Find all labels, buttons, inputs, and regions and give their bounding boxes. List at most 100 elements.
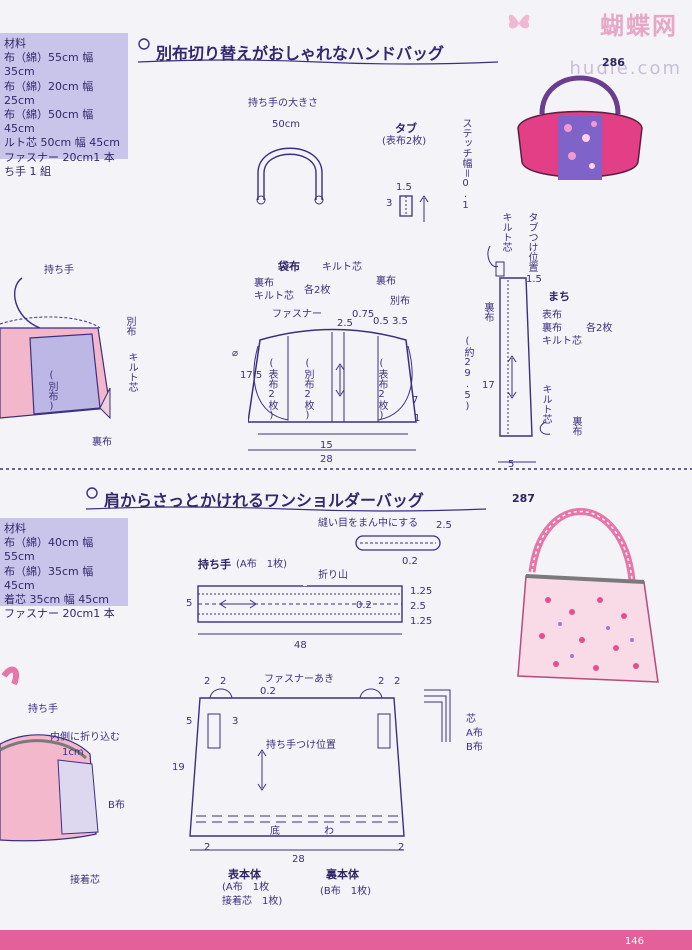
bag-panel-center: (別布2枚) [302, 358, 313, 421]
gusset-dim-top: 1.5 [526, 274, 542, 285]
handle-length: 50cm [272, 119, 300, 130]
material-line: 布（綿）50cm 幅 45cm [4, 108, 94, 136]
butterfly-icon [508, 14, 530, 29]
gusset-title: まち [548, 290, 570, 303]
strap-pattern [197, 578, 403, 635]
bag-panel-right: (表布2枚) [376, 358, 387, 421]
bag-dim-d2: 0.75 [352, 309, 375, 320]
gusset-layer-1: 表布 [542, 310, 562, 321]
fold-label: 折り山 [318, 570, 348, 581]
layer-core-label: 芯 [466, 714, 476, 725]
body-dim-2c: 2 [378, 676, 385, 687]
material-line: ルト芯 50cm 幅 45cm [4, 136, 121, 150]
body-dim-2a: 2 [204, 676, 211, 687]
gusset-dim-seventeen: 17 [482, 380, 495, 391]
bag-layer-ura: 裏布 [254, 278, 274, 289]
body-dim-2d: 2 [394, 676, 401, 687]
seam-dim-2: 0.2 [402, 556, 418, 567]
betsu-fu-label: (別布) [46, 370, 57, 412]
body-dim-five: 5 [186, 716, 193, 727]
material-line: 布（綿）55cm 幅 35cm [4, 51, 94, 79]
body-dim-2e: 2 [204, 842, 211, 853]
tab-pos-label: タブつけ位置 [526, 212, 537, 272]
strap-dim-r3: 1.25 [410, 616, 433, 627]
section2-title: 肩からさっとかけれるワンショルダーバッグ [104, 491, 424, 510]
fold-in-label: 内側に折り込む [50, 732, 120, 743]
diameter-symbol: ⌀ [232, 348, 239, 359]
outer-body-title: 表本体 [228, 868, 261, 881]
material-line: 布（綿）40cm 幅 55cm [4, 536, 94, 564]
strap-dim-five: 5 [186, 598, 193, 609]
gusset-pattern [487, 245, 551, 463]
quilt-label: キルト芯 [126, 352, 137, 392]
title-bullet-icon [86, 487, 98, 499]
page-number: 146 [624, 936, 644, 947]
gusset-about: (約29.5) [462, 336, 473, 412]
bag-dim-fifteen: 15 [320, 440, 333, 451]
tab-dim-1: 1.5 [396, 182, 412, 193]
gusset-ura-label: 裏布 [482, 302, 493, 322]
bag-count: 各2枚 [304, 285, 331, 296]
gusset-layer-2: 裏布 [542, 323, 562, 334]
title-underline [86, 506, 486, 512]
seam-diagram [355, 535, 441, 551]
bag-side-illustration-2 [0, 666, 99, 842]
body-dim-three: 3 [232, 716, 239, 727]
tab-diagram [399, 195, 429, 222]
bag-side-illustration-1 [0, 277, 111, 420]
strap-dim-r1: 1.25 [410, 586, 433, 597]
strap-title: 持ち手 [198, 558, 231, 571]
seam-note: 縫い目をまん中にする [318, 518, 419, 529]
quilt-vert-label: キルト芯 [500, 212, 511, 252]
bag-title: 袋布 [278, 260, 300, 273]
bag-dim-one: 1 [414, 413, 421, 424]
strap-dim-length: 48 [294, 640, 307, 651]
quilt-core-label: キルト芯 [322, 262, 362, 273]
title-bullet-icon [138, 38, 150, 50]
layer-detail-diagram [424, 689, 451, 742]
body-dim-width: 28 [292, 854, 305, 865]
material-line: ち手 1 組 [4, 164, 51, 178]
seam-dim-1: 2.5 [436, 520, 452, 531]
outer-body-sub-1: (A布 1枚 [222, 882, 270, 893]
bag-dim-d4: 3.5 [392, 316, 408, 327]
handle-label-2: 持ち手 [28, 704, 58, 715]
tab-title: タブ [395, 122, 417, 135]
watermark-url: hudie.com [569, 58, 682, 79]
body-dim-02: 0.2 [260, 686, 276, 697]
inner-body-title: 裏本体 [326, 868, 359, 881]
watermark-logo: 蝴蝶网 [600, 12, 678, 40]
section2-number: 287 [512, 492, 535, 505]
strap-dim-r2: 2.5 [410, 601, 426, 612]
bag-body-pattern [248, 328, 417, 451]
tab-sub: (表布2枚) [382, 136, 427, 147]
gusset-dim-bottom: 5 [508, 459, 515, 470]
back-label: 裏布 [376, 276, 396, 287]
bag-layer-quilt: キルト芯 [254, 291, 294, 302]
gusset-quilt-label: キルト芯 [540, 384, 551, 424]
strap-sub: (A布 1枚) [236, 559, 288, 570]
body-dim-nineteen: 19 [172, 762, 185, 773]
interfacing-label: 接着芯 [70, 875, 100, 886]
section1-materials: 材料 布（綿）55cm 幅 35cm 布（綿）20cm 幅 25cm 布（綿）5… [0, 33, 128, 178]
footer-bar [0, 930, 692, 950]
section2-materials: 材料 布（綿）40cm 幅 55cm 布（綿）35cm 幅 45cm 着芯 35… [0, 518, 128, 620]
tab-dim-2: 3 [386, 198, 393, 209]
shoulder-bag-287-illustration [517, 508, 659, 683]
section-divider [0, 468, 692, 470]
bettsu-label: 別布 [124, 316, 135, 336]
stitch-width: ステッチ幅＝0.1 [460, 118, 471, 211]
gusset-back-label: 裏布 [570, 416, 581, 436]
bag-dim-d1: 2.5 [337, 318, 353, 329]
layer-b-label: B布 [466, 742, 483, 753]
another-cloth-label: 別布 [390, 296, 410, 307]
bag-dim-height: 17.5 [240, 370, 263, 381]
wa-label: わ [324, 826, 334, 837]
title-underline [138, 59, 498, 65]
material-line: 材料 [4, 522, 26, 535]
body-dim-2f: 2 [398, 842, 405, 853]
bag-dim-d3: 0.5 [373, 316, 389, 327]
strap-pos-label: 持ち手つけ位置 [266, 740, 336, 751]
material-line: 布（綿）35cm 幅 45cm [4, 564, 94, 592]
